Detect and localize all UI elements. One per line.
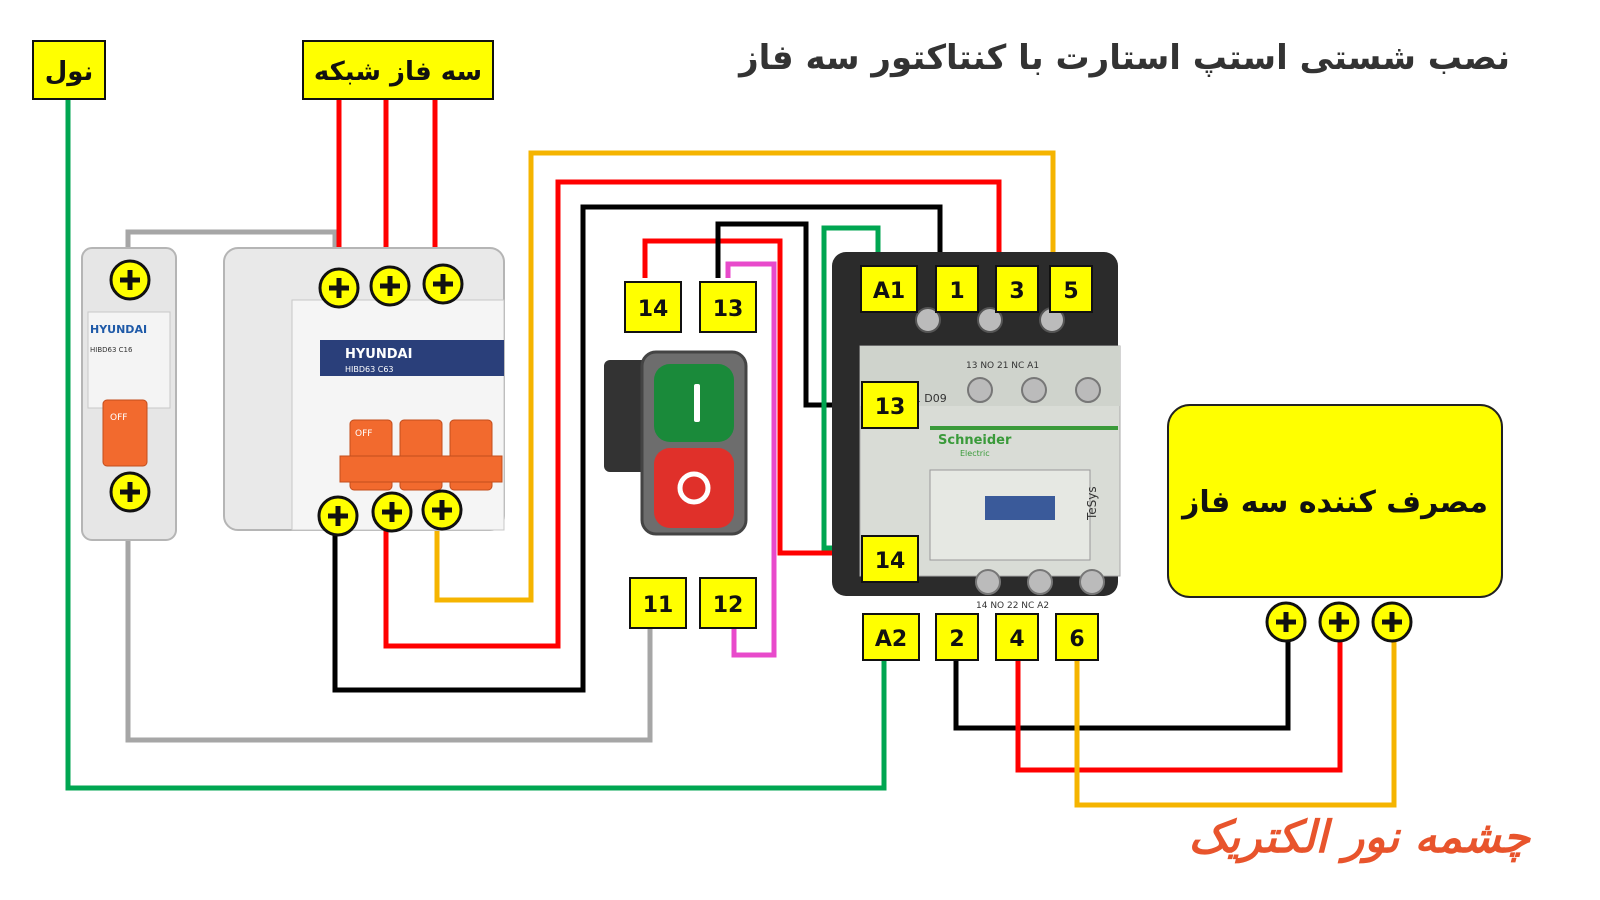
button-terminal-14: 14 (624, 281, 682, 333)
button-terminal-14-text: 14 (638, 297, 669, 322)
button-terminal-11-text: 11 (643, 593, 674, 618)
contactor-terminal-1: 1 (935, 265, 979, 313)
wire-red-out (1015, 640, 1343, 773)
contactor-aux-terminal-14: 14 (861, 535, 919, 583)
wire-pink-control (725, 261, 777, 658)
breaker1-off: OFF (110, 413, 127, 423)
wire-yellow-out (1074, 640, 1397, 808)
contactor-top-aux-labels: 13 NO 21 NC A1 (966, 361, 1039, 371)
terminals (109, 259, 1413, 643)
plus-terminal-icon (369, 265, 411, 307)
contactor-sub: Electric (960, 449, 990, 458)
single-pole-breaker: HYUNDAI HIBD63 C16 OFF (81, 247, 177, 541)
start-stop-pushbutton (604, 350, 748, 536)
wire-black-l1 (332, 204, 943, 693)
contactor-terminal-5: 5 (1049, 265, 1093, 313)
three-pole-breaker: HYUNDAI HIBD63 C63 OFF (223, 247, 505, 531)
three-phase-grid-label: سه فاز شبکه (302, 40, 494, 100)
plus-terminal-icon (421, 489, 463, 531)
contactor-bottom-aux-labels: 14 NO 22 NC A2 (976, 601, 1049, 611)
contactor-terminal-a1-text: A1 (873, 279, 905, 304)
contactor-aux-terminal-13-text: 13 (875, 395, 906, 420)
contactor-aux-terminal-14-text: 14 (875, 549, 906, 574)
breaker1-model: HIBD63 C16 (90, 346, 133, 354)
plus-terminal-icon (317, 495, 359, 537)
contactor-terminal-a2: A2 (862, 613, 920, 661)
wire-red-l2 (383, 179, 1002, 649)
plus-terminal-icon (109, 259, 151, 301)
button-terminal-12-text: 12 (713, 593, 744, 618)
contactor-terminal-3-text: 3 (1009, 279, 1024, 304)
wire-neutral-green (65, 98, 887, 791)
contactor-brand: Schneider (938, 433, 1012, 448)
stop-button-red[interactable] (654, 448, 734, 528)
neutral-label: نول (32, 40, 106, 100)
contactor-terminal-1-text: 1 (949, 279, 964, 304)
contactor-terminal-4: 4 (995, 613, 1039, 661)
breaker1-brand: HYUNDAI (90, 323, 147, 336)
breaker3-model: HIBD63 C63 (345, 365, 394, 374)
plus-terminal-icon (422, 263, 464, 305)
contactor-terminal-3: 3 (995, 265, 1039, 313)
wire-red-control (642, 238, 850, 556)
contactor-terminal-a1: A1 (860, 265, 918, 313)
wire-yellow-l3 (434, 150, 1056, 603)
plus-terminal-icon (1318, 601, 1360, 643)
wire-black-control (715, 221, 852, 408)
plus-terminal-icon (318, 267, 360, 309)
contactor-terminal-6-text: 6 (1069, 627, 1084, 652)
load-label: مصرف کننده سه فاز (1180, 485, 1488, 520)
contactor-aux-terminal-13: 13 (861, 381, 919, 429)
breaker3-off: OFF (355, 429, 372, 439)
contactor-terminal-6: 6 (1055, 613, 1099, 661)
button-terminal-11: 11 (629, 577, 687, 629)
contactor-series: TeSys (1085, 486, 1099, 521)
plus-terminal-icon (371, 491, 413, 533)
wire-gray-bottom (125, 495, 653, 743)
contactor-terminal-4-text: 4 (1009, 627, 1024, 652)
contactor-terminal-a2-text: A2 (875, 627, 907, 652)
label-boxes: نول سه فاز شبکه 14 13 11 12 (32, 40, 1099, 661)
contactor-terminal-5-text: 5 (1063, 279, 1078, 304)
three-phase-load: مصرف کننده سه فاز (1167, 404, 1503, 598)
neutral-label-text: نول (45, 57, 94, 87)
button-terminal-12: 12 (699, 577, 757, 629)
wires (65, 98, 1397, 808)
contactor-terminal-2-text: 2 (949, 627, 964, 652)
plus-terminal-icon (109, 471, 151, 513)
contactor-terminal-2: 2 (935, 613, 979, 661)
plus-terminal-icon (1371, 601, 1413, 643)
button-terminal-13: 13 (699, 281, 757, 333)
brand-watermark: چشمه نور الکتریک (1188, 812, 1530, 863)
three-phase-grid-label-text: سه فاز شبکه (314, 57, 482, 87)
plus-terminal-icon (1265, 601, 1307, 643)
breaker3-brand: HYUNDAI (345, 347, 412, 362)
wire-black-out (953, 640, 1291, 731)
button-terminal-13-text: 13 (713, 297, 744, 322)
diagram-title: نصب شستی استپ استارت با کنتاکتور سه فاز (739, 38, 1510, 78)
